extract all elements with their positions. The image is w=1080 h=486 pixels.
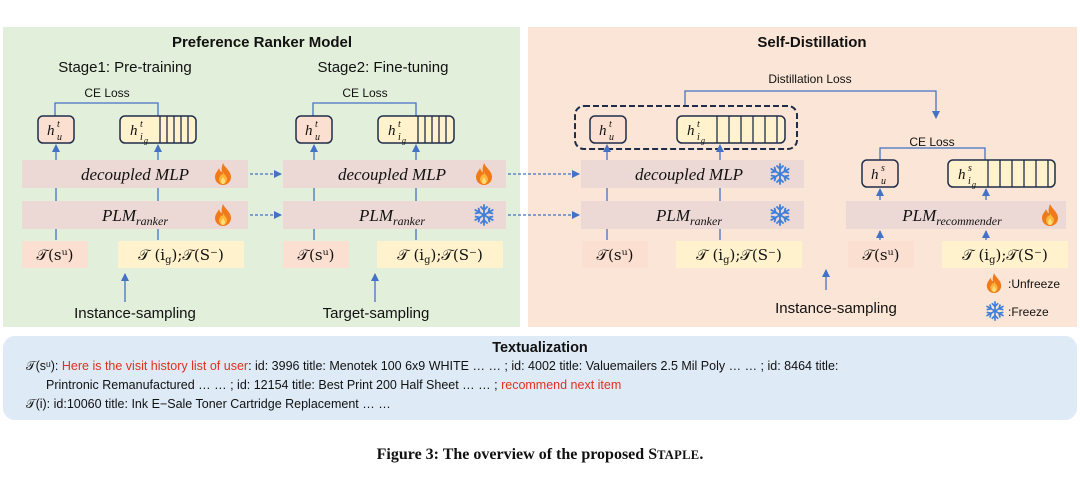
svg-text:t: t — [315, 119, 318, 130]
legend-unfreeze: :Unfreeze — [1008, 277, 1060, 291]
teacher-output-dashed-box — [574, 105, 798, 150]
svg-text:u: u — [57, 132, 62, 143]
svg-text:decoupled MLP: decoupled MLP — [338, 165, 446, 184]
svg-text:𝒯 (ig);𝒯(S⁻): 𝒯 (ig);𝒯(S⁻) — [397, 246, 483, 266]
textualization-title: Textualization — [492, 340, 588, 356]
student-input-user — [848, 241, 914, 268]
distill-instance-sampling: Instance-sampling — [775, 300, 897, 317]
stage1-plm-ranker — [22, 201, 248, 229]
svg-text:u: u — [881, 176, 886, 187]
svg-text:𝒯 (ig);𝒯(S⁻): 𝒯 (ig);𝒯(S⁻) — [962, 246, 1048, 266]
svg-text:g: g — [972, 180, 976, 189]
svg-text:g: g — [144, 136, 148, 145]
svg-text:𝒯(sᵘ): 𝒯(sᵘ) — [597, 246, 634, 264]
stage1-label: Stage1: Pre-training — [58, 59, 191, 76]
student-hu-box — [861, 159, 899, 188]
stage2-target-sampling: Target-sampling — [323, 305, 430, 322]
svg-text:g: g — [402, 136, 406, 145]
architecture-diagram: Preference Ranker Model Self-Distillatio… — [3, 27, 1077, 327]
svg-text:PLMranker: PLMranker — [101, 206, 168, 228]
distillation-loss-label: Distillation Loss — [768, 72, 851, 86]
distillation-group: Distillation Loss h t u h t i g decouple… — [574, 72, 1068, 321]
student-ce-loss: CE Loss — [909, 135, 954, 149]
svg-text:t: t — [398, 119, 401, 130]
textualization-line-3: 𝒯(i): id:10060 title: Ink E−Sale Toner C… — [26, 397, 391, 411]
ranker-panel-title: Preference Ranker Model — [172, 34, 352, 51]
stage2-hu-box — [295, 115, 333, 144]
svg-text:t: t — [57, 119, 60, 130]
svg-text:i: i — [140, 132, 143, 143]
svg-text:h: h — [958, 167, 966, 183]
svg-text:PLMranker: PLMranker — [358, 206, 425, 228]
svg-text:t: t — [697, 119, 700, 130]
stage1-ce-loss: CE Loss — [84, 86, 129, 100]
textualization-line-2: Printronic Remanufactured … … ; id: 1215… — [46, 378, 622, 392]
svg-text:h: h — [47, 123, 55, 139]
stage1-group: CE Loss h t u h t i g decoupled MLP PLMr… — [22, 86, 248, 322]
teacher-hig-box — [676, 115, 786, 144]
svg-text:s: s — [881, 163, 885, 174]
svg-text:i: i — [398, 132, 401, 143]
svg-text:h: h — [687, 123, 695, 139]
svg-text:PLMranker: PLMranker — [655, 206, 722, 228]
svg-text:h: h — [599, 123, 607, 139]
stage1-hig-box — [119, 115, 197, 144]
svg-text:PLMrecommender: PLMrecommender — [901, 206, 1002, 228]
stage2-decoupled-mlp — [283, 160, 506, 188]
stage1-input-items — [118, 241, 244, 268]
svg-text:i: i — [697, 132, 700, 143]
svg-text:s: s — [968, 163, 972, 174]
stage2-ce-loss: CE Loss — [342, 86, 387, 100]
svg-text:h: h — [388, 123, 396, 139]
stage1-hu-box — [37, 115, 75, 144]
stage2-input-items — [377, 241, 503, 268]
svg-text:h: h — [130, 123, 138, 139]
textualization-panel — [3, 336, 1077, 420]
stage2-hig-box — [377, 115, 455, 144]
svg-text:𝒯 (ig);𝒯(S⁻): 𝒯 (ig);𝒯(S⁻) — [138, 246, 224, 266]
teacher-input-user — [582, 241, 648, 268]
svg-text:t: t — [140, 119, 143, 130]
svg-text:𝒯 (ig);𝒯(S⁻): 𝒯 (ig);𝒯(S⁻) — [696, 246, 782, 266]
teacher-input-items — [676, 241, 802, 268]
svg-text:g: g — [701, 136, 705, 145]
teacher-hu-box — [589, 115, 627, 144]
stage2-label: Stage2: Fine-tuning — [318, 59, 449, 76]
student-hig-box — [947, 159, 1056, 188]
svg-text:𝒯(sᵘ): 𝒯(sᵘ) — [863, 246, 900, 264]
svg-text:h: h — [871, 167, 879, 183]
stage1-instance-sampling: Instance-sampling — [74, 305, 196, 322]
svg-text:decoupled MLP: decoupled MLP — [81, 165, 189, 184]
teacher-decoupled-mlp — [581, 160, 804, 188]
stage1-input-user — [22, 241, 88, 268]
stage1-decoupled-mlp — [22, 160, 248, 188]
legend-freeze: :Freeze — [1008, 305, 1049, 319]
student-plm-recommender — [846, 201, 1066, 229]
distillation-panel-title: Self-Distillation — [757, 34, 866, 51]
student-input-items — [942, 241, 1068, 268]
svg-text:t: t — [609, 119, 612, 130]
figure-caption: Figure 3: The overview of the proposed S… — [376, 446, 704, 463]
svg-text:i: i — [968, 176, 971, 187]
stage2-group: CE Loss h t u h t i g decoupled MLP PLMr… — [283, 86, 506, 322]
svg-text:𝒯(sᵘ): 𝒯(sᵘ) — [298, 246, 335, 264]
stage2-input-user — [283, 241, 349, 268]
teacher-plm-ranker — [581, 201, 804, 229]
textualization-line-1: 𝒯(sᵘ): Here is the visit history list of… — [26, 359, 839, 373]
stage2-plm-ranker — [283, 201, 506, 229]
svg-text:u: u — [315, 132, 320, 143]
svg-text:u: u — [609, 132, 614, 143]
svg-text:h: h — [305, 123, 313, 139]
svg-text:𝒯(sᵘ): 𝒯(sᵘ) — [37, 246, 74, 264]
svg-text:decoupled MLP: decoupled MLP — [635, 165, 743, 184]
